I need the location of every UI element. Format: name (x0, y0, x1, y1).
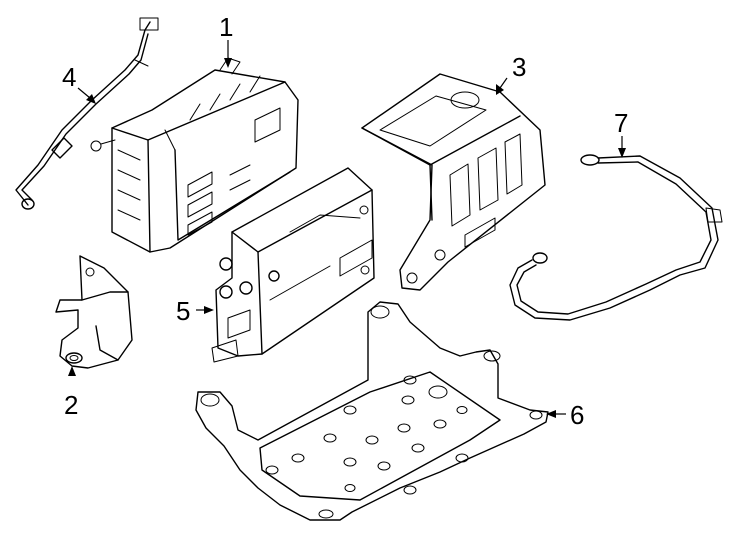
part-2-bracket (55, 255, 133, 369)
callout-6: 6 (570, 400, 584, 430)
leader-lines (68, 40, 626, 418)
callout-4: 4 (62, 62, 76, 92)
part-1-inverter-module (90, 57, 299, 253)
callout-2: 2 (64, 390, 78, 420)
callout-7: 7 (614, 108, 628, 138)
part-5-control-module (211, 167, 375, 363)
part-7-ground-cable (509, 154, 723, 321)
part-6-skid-plate (195, 301, 549, 521)
callout-1: 1 (219, 12, 233, 42)
part-3-mounting-bracket (361, 73, 546, 291)
callout-5: 5 (176, 296, 190, 326)
callout-3: 3 (512, 52, 526, 82)
